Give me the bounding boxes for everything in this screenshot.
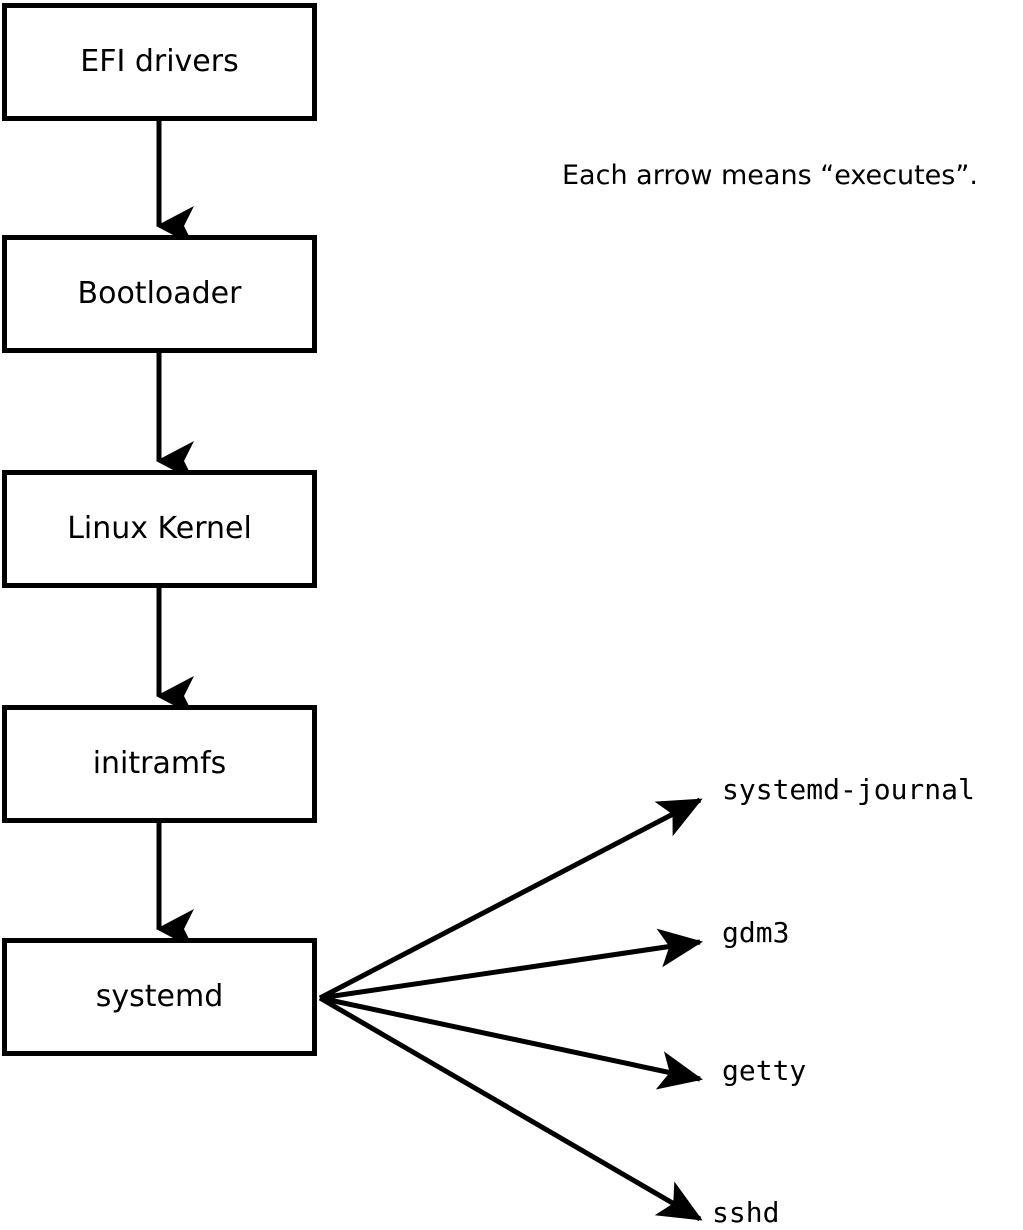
stage-box-linux-kernel[interactable]: Linux Kernel (2, 470, 317, 588)
fanout-arrow-gdm3 (319, 928, 703, 1001)
stage-box-efi-drivers[interactable]: EFI drivers (2, 3, 317, 121)
stage-box-initramfs[interactable]: initramfs (2, 705, 317, 823)
stage-label-linux-kernel: Linux Kernel (67, 511, 252, 546)
fanout-arrow-systemd-journal (318, 797, 703, 1001)
stage-box-bootloader[interactable]: Bootloader (2, 235, 317, 353)
stage-label-bootloader: Bootloader (77, 276, 242, 311)
stage-label-systemd: systemd (95, 979, 224, 1014)
fanout-arrow-getty (319, 995, 703, 1090)
process-label-gdm3: gdm3 (722, 916, 790, 949)
stage-label-efi-drivers: EFI drivers (80, 44, 239, 79)
stage-label-initramfs: initramfs (92, 746, 227, 781)
process-label-systemd-journal: systemd-journal (722, 773, 975, 806)
fanout-arrow-sshd (318, 995, 703, 1222)
process-label-sshd: sshd (712, 1196, 780, 1229)
arrow-meaning-annotation: Each arrow means “executes”. (562, 160, 978, 191)
stage-box-systemd[interactable]: systemd (2, 938, 317, 1056)
process-label-getty: getty (722, 1054, 807, 1087)
